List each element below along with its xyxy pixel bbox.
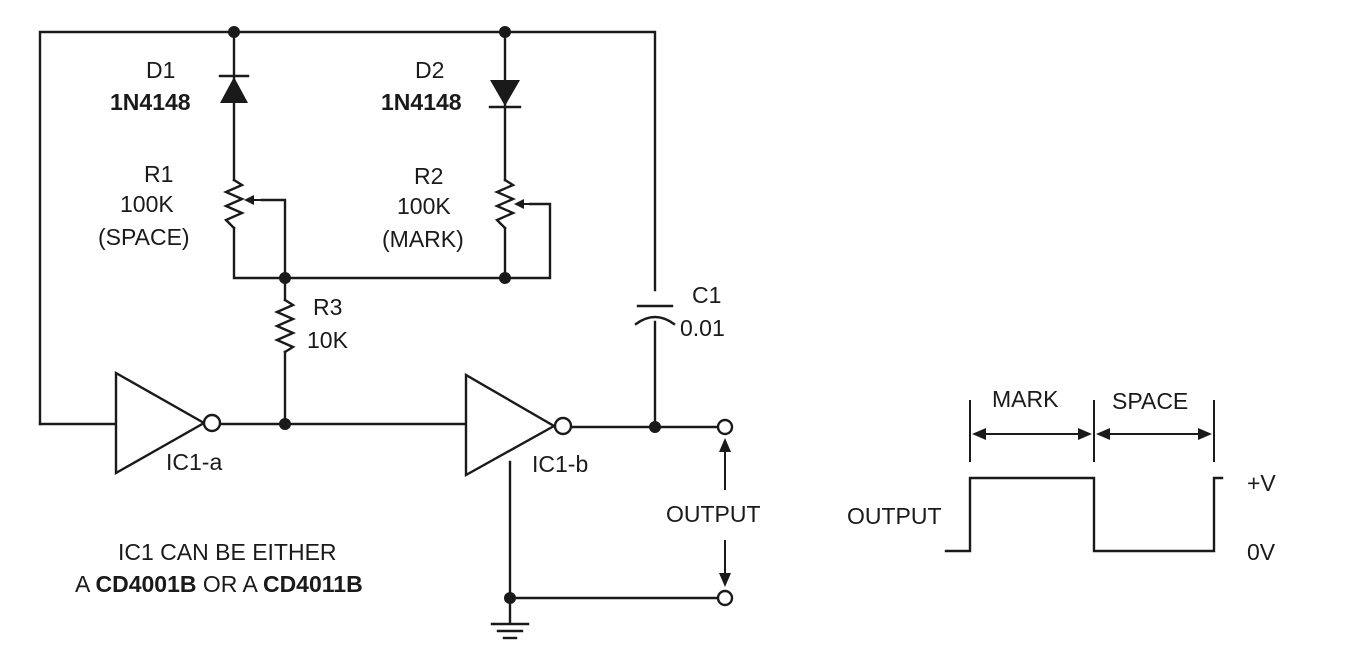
ic-note-line1: IC1 CAN BE EITHER [118, 539, 337, 565]
waveform-output-label: OUTPUT [847, 503, 942, 529]
diode-d2 [488, 80, 522, 109]
r1-wiper-wire [260, 198, 287, 280]
r2-ref: R2 [414, 163, 443, 189]
ic1b-label: IC1-b [532, 451, 588, 477]
ic-note-part2: CD4011B [263, 571, 363, 597]
potentiometer-r2 [494, 178, 530, 230]
r1-bottom-wire [232, 226, 507, 280]
junction-dots [228, 26, 661, 604]
waveform-trace [944, 476, 1224, 553]
ic-note-mid: OR A [196, 571, 262, 597]
ic-note-prefix: A [75, 571, 95, 597]
circuit-wires [38, 30, 720, 624]
potentiometer-r1 [223, 178, 262, 230]
output-terminals [716, 418, 734, 607]
r2-note: (MARK) [382, 226, 464, 252]
d1-part: 1N4148 [110, 89, 191, 115]
r1-ref: R1 [144, 161, 173, 187]
d1-ref: D1 [146, 57, 175, 83]
d2-ref: D2 [415, 57, 444, 83]
d2-part: 1N4148 [381, 89, 462, 115]
inverter-ic1b [464, 372, 573, 478]
waveform-space-label: SPACE [1112, 388, 1188, 414]
ground-symbol [490, 622, 530, 640]
r1-note: (SPACE) [98, 224, 190, 250]
c1-ref: C1 [692, 282, 721, 308]
r2-value: 100K [397, 193, 451, 219]
resistor-r3 [274, 298, 296, 354]
r1-value: 100K [120, 191, 174, 217]
c1-value: 0.01 [680, 315, 725, 341]
circuit-output-label: OUTPUT [666, 501, 761, 527]
diode-d1 [218, 74, 250, 103]
r2-wiper-wire [503, 202, 552, 280]
r3-value: 10K [307, 327, 349, 353]
r3-ref: R3 [313, 294, 342, 320]
capacitor-c1 [634, 304, 676, 326]
ic1a-label: IC1-a [166, 449, 222, 475]
feedback-wire [38, 30, 657, 426]
output-waveform [944, 400, 1224, 553]
inverter-ic1a [114, 370, 222, 476]
ic-note-part1: CD4001B [95, 571, 196, 597]
waveform-mark-label: MARK [992, 386, 1059, 412]
ic-note-line2: A CD4001B OR A CD4011B [75, 571, 363, 597]
waveform-high-label: +V [1247, 470, 1276, 496]
waveform-low-label: 0V [1247, 539, 1276, 565]
